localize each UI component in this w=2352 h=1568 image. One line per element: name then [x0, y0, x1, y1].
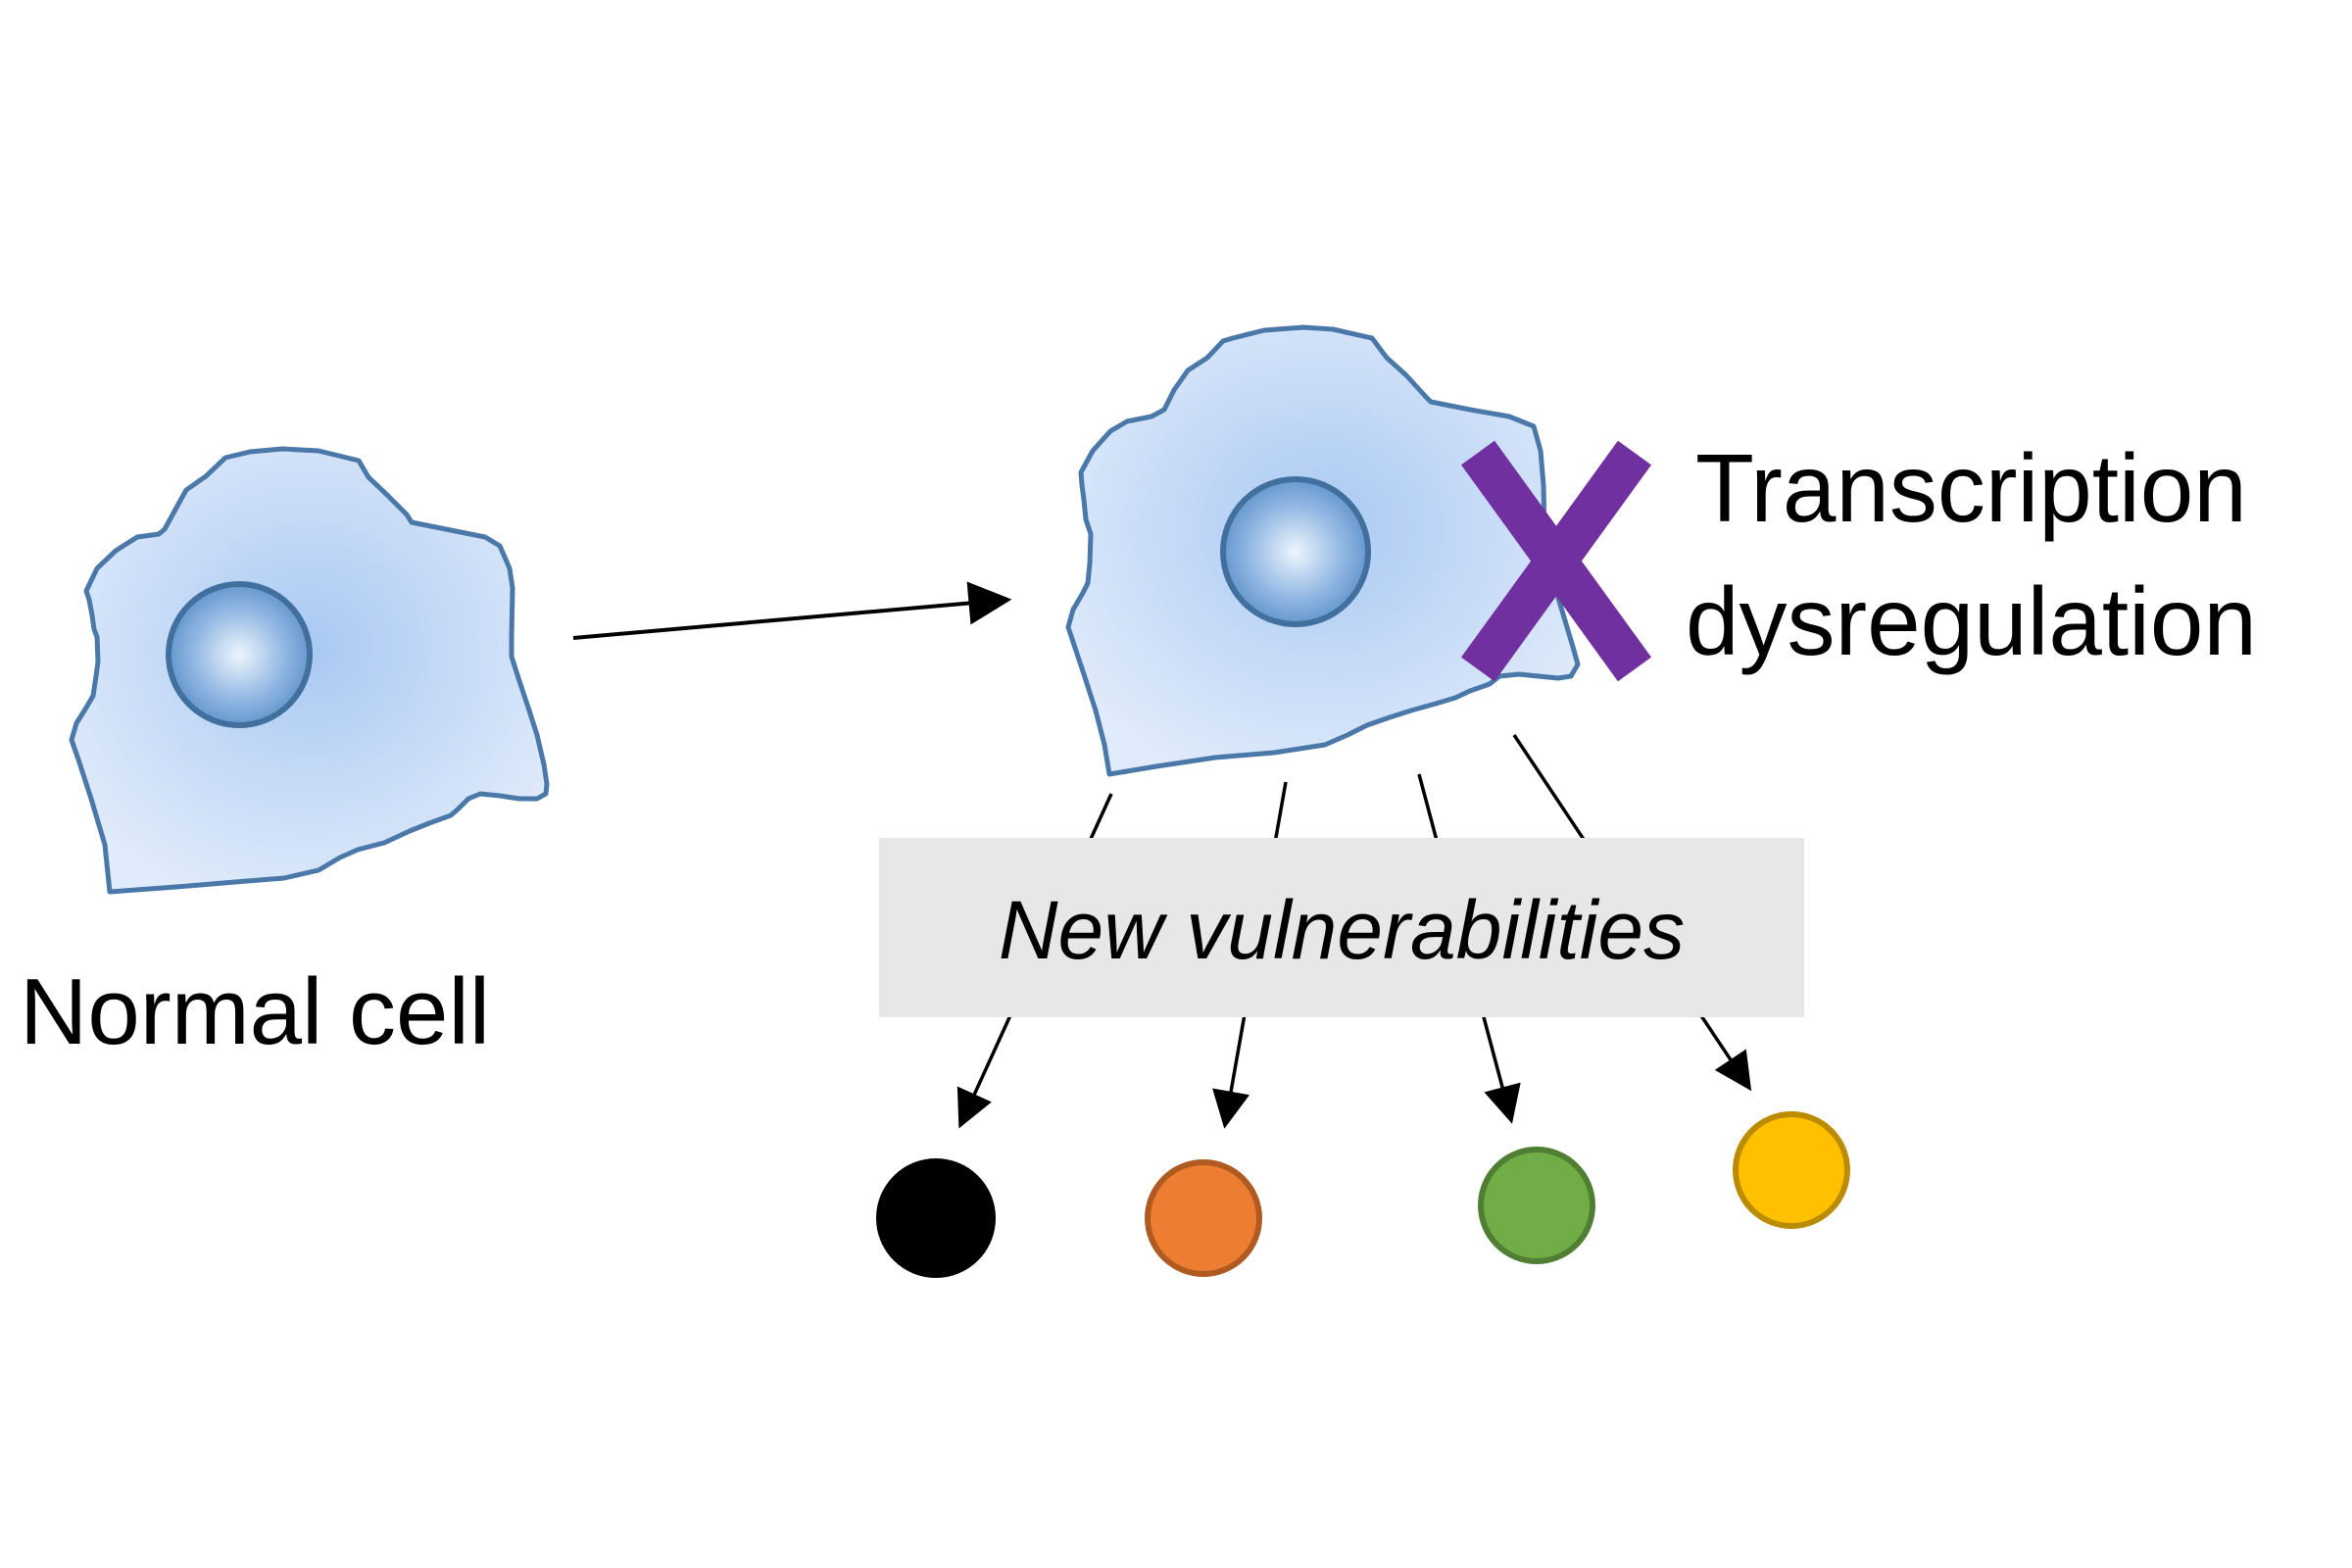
- normal-cell-nucleus: [166, 581, 313, 728]
- dysregulated-cell-nucleus: [1220, 476, 1371, 627]
- vulnerability-dot-black: [876, 1158, 996, 1278]
- x-mark-icon: [1460, 440, 1652, 682]
- new-vulnerabilities-label: New vulnerabilities: [999, 884, 1685, 976]
- new-vulnerabilities-background: [879, 838, 1804, 1017]
- vulnerability-dot-green: [1478, 1147, 1595, 1264]
- vulnerability-dot-orange: [1145, 1159, 1262, 1277]
- transcription-label-line2: dysregulation: [1686, 567, 2257, 675]
- vulnerability-dot-yellow: [1733, 1111, 1850, 1229]
- transition-arrow: [572, 581, 1012, 640]
- normal-cell-label: Normal cell: [20, 959, 490, 1064]
- transcription-label-line1: Transcription: [1695, 434, 2247, 542]
- dysregulated-cell: [1065, 324, 1581, 777]
- new-vulnerabilities-box: New vulnerabilities: [879, 838, 1804, 1017]
- normal-cell: [69, 446, 550, 895]
